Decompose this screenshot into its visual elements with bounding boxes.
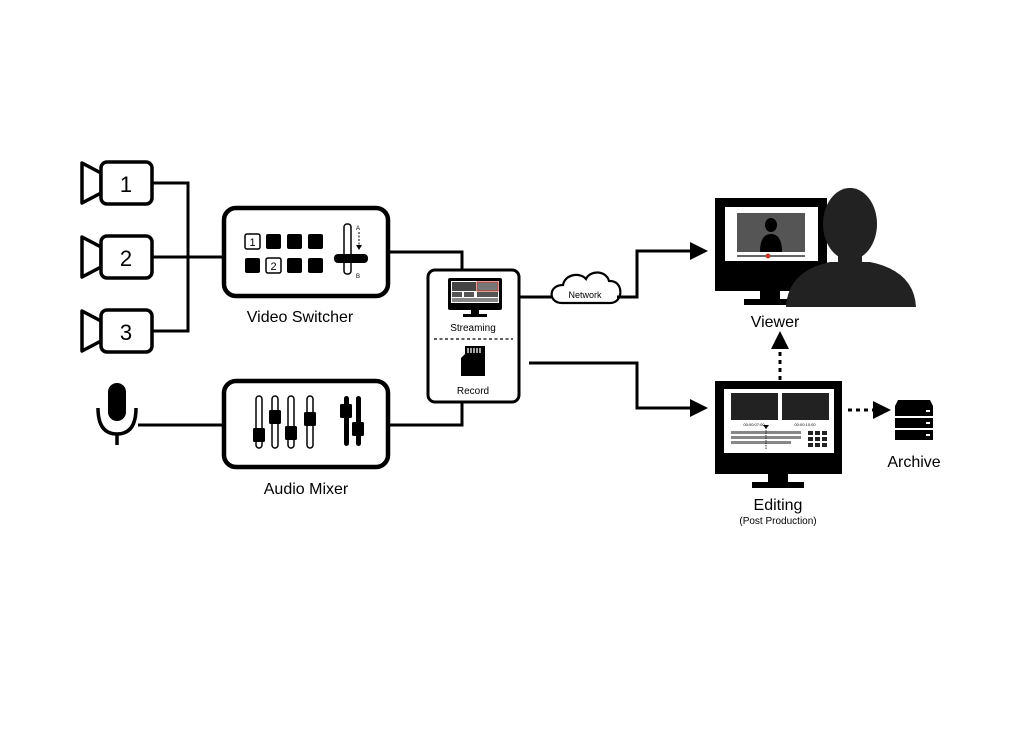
switcher-button-2 bbox=[265, 257, 282, 274]
streaming-recorder-device: Streaming Record bbox=[426, 268, 521, 404]
switcher-to-recorder-line bbox=[388, 250, 464, 270]
editing-timecode-left: 00:00:07:00 bbox=[743, 422, 765, 427]
fader-label-b: B bbox=[356, 274, 360, 280]
fader-arrow-head-icon bbox=[356, 245, 362, 250]
camera-lens-icon bbox=[80, 161, 103, 205]
editing-monitor-neck bbox=[768, 474, 788, 482]
editing-program-viewer bbox=[782, 393, 829, 420]
camera-lens-icon bbox=[80, 235, 103, 279]
archive-storage-icon bbox=[895, 400, 933, 440]
sd-card-contacts bbox=[467, 348, 481, 353]
switcher-button-2-label: 2 bbox=[270, 261, 276, 273]
editing-monitor-stand bbox=[752, 482, 804, 488]
editing-label: Editing bbox=[754, 497, 803, 514]
editing-control-buttons bbox=[808, 431, 827, 447]
viewer-monitor-neck bbox=[760, 291, 780, 299]
fader-track bbox=[343, 223, 352, 275]
switcher-button bbox=[308, 234, 323, 249]
video-switcher-body bbox=[221, 205, 391, 299]
camera-1: 1 bbox=[80, 160, 154, 206]
camera-2: 2 bbox=[80, 234, 154, 280]
viewer-monitor-stand bbox=[744, 299, 796, 305]
editing-playhead-marker-icon bbox=[763, 425, 769, 429]
camera-3: 3 bbox=[80, 308, 154, 354]
fader-label-a: A bbox=[356, 226, 360, 232]
switcher-button bbox=[245, 258, 260, 273]
switcher-button bbox=[287, 234, 302, 249]
microphone-icon bbox=[96, 383, 138, 445]
sd-card-icon bbox=[461, 346, 485, 376]
editing-timecode-right: 00:00:10:00 bbox=[794, 422, 816, 427]
video-switcher-label: Video Switcher bbox=[247, 309, 354, 326]
camera-connector-lines bbox=[152, 181, 224, 333]
switcher-button-1-label: 1 bbox=[249, 237, 255, 249]
editing-source-viewer bbox=[731, 393, 778, 420]
editing-monitor: 00:00:07:00 00:00:10:00 bbox=[715, 381, 842, 488]
viewer-person-silhouette-icon bbox=[786, 188, 916, 307]
mixer-fader bbox=[253, 395, 265, 449]
switcher-button-1 bbox=[244, 233, 261, 250]
record-label: Record bbox=[457, 386, 489, 397]
mixer-to-recorder-line bbox=[388, 402, 464, 427]
mixer-fader bbox=[304, 395, 316, 449]
streaming-monitor-icon bbox=[448, 278, 502, 317]
mixer-master-fader bbox=[340, 396, 364, 446]
viewer-playhead-icon bbox=[765, 253, 771, 259]
camera-number: 1 bbox=[120, 172, 132, 197]
viewer-monitor bbox=[715, 198, 827, 305]
network-to-viewer-arrow bbox=[617, 242, 708, 299]
camera-lens-icon bbox=[80, 309, 103, 353]
recorder-to-editing-arrow bbox=[529, 361, 708, 417]
switcher-button bbox=[266, 234, 281, 249]
editing-timeline-track bbox=[731, 441, 791, 444]
camera-number: 3 bbox=[120, 320, 132, 345]
archive-label: Archive bbox=[887, 454, 940, 471]
network-cloud-icon bbox=[550, 271, 622, 305]
audio-mixer bbox=[221, 378, 391, 470]
streaming-label: Streaming bbox=[450, 323, 496, 334]
mixer-fader bbox=[269, 395, 281, 449]
mixer-fader bbox=[285, 395, 297, 449]
camera-number: 2 bbox=[120, 246, 132, 271]
video-switcher: 1 2 A B bbox=[221, 205, 391, 299]
fader-handle bbox=[334, 254, 368, 263]
viewer-label: Viewer bbox=[751, 314, 800, 331]
viewer-progress-bar bbox=[737, 255, 805, 257]
switcher-button bbox=[287, 258, 302, 273]
editing-sublabel: (Post Production) bbox=[739, 516, 816, 527]
network-label: Network bbox=[568, 290, 602, 300]
audio-mixer-label: Audio Mixer bbox=[264, 481, 349, 498]
switcher-button bbox=[308, 258, 323, 273]
presenter-silhouette-icon bbox=[760, 218, 782, 252]
